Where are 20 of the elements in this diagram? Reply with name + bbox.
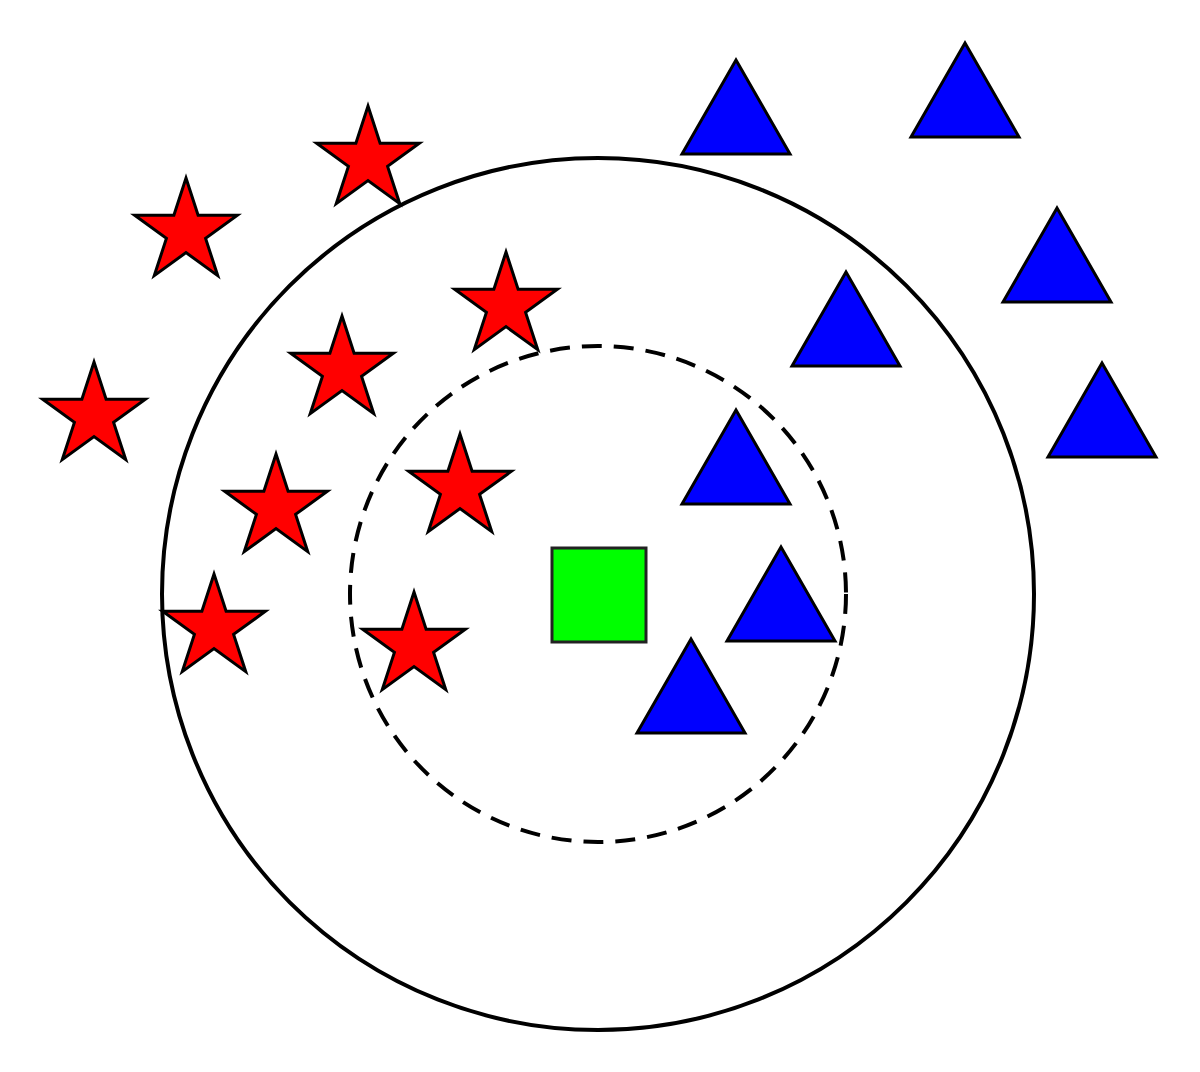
triangle-icon [789,269,903,368]
star-icon [130,173,242,280]
star-icon [158,569,270,676]
triangle-icon [679,407,793,506]
star-icon [38,357,150,464]
triangle-icon [679,57,793,156]
inner-dashed-circle [348,344,848,844]
square-icon [550,546,648,644]
star-icon [312,101,424,208]
outer-circle [160,156,1036,1032]
star-icon [358,587,470,694]
triangle-icon [724,544,838,643]
triangle-icon [908,40,1022,139]
star-icon [286,311,398,418]
star-icon [220,449,332,556]
star-icon [404,429,516,536]
triangle-icon [1045,360,1159,459]
triangle-icon [1000,205,1114,304]
triangle-icon [634,636,748,735]
star-icon [450,247,562,354]
